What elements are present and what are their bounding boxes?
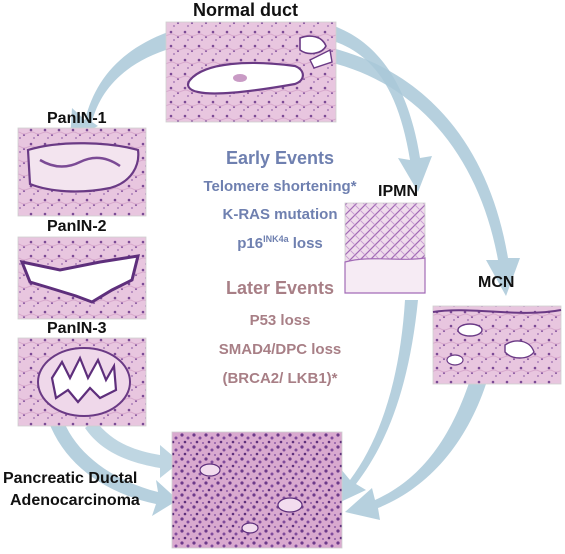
later-events-heading: Later Events (225, 278, 335, 298)
later-event-p53: P53 loss (249, 312, 311, 329)
panin1-label: PanIN-1 (47, 110, 107, 127)
arrow-mcn-to-pdac (345, 380, 486, 520)
arrow-side-to-pdac (85, 420, 180, 478)
panin3-label: PanIN-3 (47, 320, 107, 337)
p16-superscript: INK4a (263, 234, 289, 244)
later-event-smad4: SMAD4/DPC loss (218, 341, 342, 358)
panin2-label: PanIN-2 (47, 218, 107, 235)
panin3-image (17, 337, 147, 427)
ipmn-label: IPMN (378, 183, 418, 200)
early-event-p16: p16INK4a loss (120, 234, 440, 252)
p16-suffix: loss (288, 235, 323, 252)
panin1-image (17, 127, 147, 217)
early-event-telomere: Telomere shortening* (203, 178, 357, 195)
arrow-normal-to-ipmn (330, 26, 432, 192)
mcn-label: MCN (478, 274, 515, 291)
arrow-ipmn-to-pdac (332, 300, 418, 506)
pdac-image (171, 431, 343, 549)
panin2-image (17, 236, 147, 320)
later-event-brca: (BRCA2/ LKB1)* (222, 370, 338, 387)
flow-arrows (46, 26, 520, 520)
normal-duct-label: Normal duct (193, 0, 299, 20)
normal-duct-image (165, 21, 337, 123)
early-events-heading: Early Events (225, 148, 335, 168)
pdac-label-line1: Pancreatic Ductal (3, 470, 138, 487)
ipmn-image (344, 202, 426, 294)
arrow-normal-to-mcn (320, 46, 520, 296)
arrow-panin-to-pdac (46, 410, 178, 516)
p16-prefix: p16 (237, 235, 264, 252)
pdac-label-line2: Adenocarcinoma (10, 492, 140, 509)
early-event-kras: K-RAS mutation (222, 206, 338, 223)
mcn-image (432, 305, 562, 385)
